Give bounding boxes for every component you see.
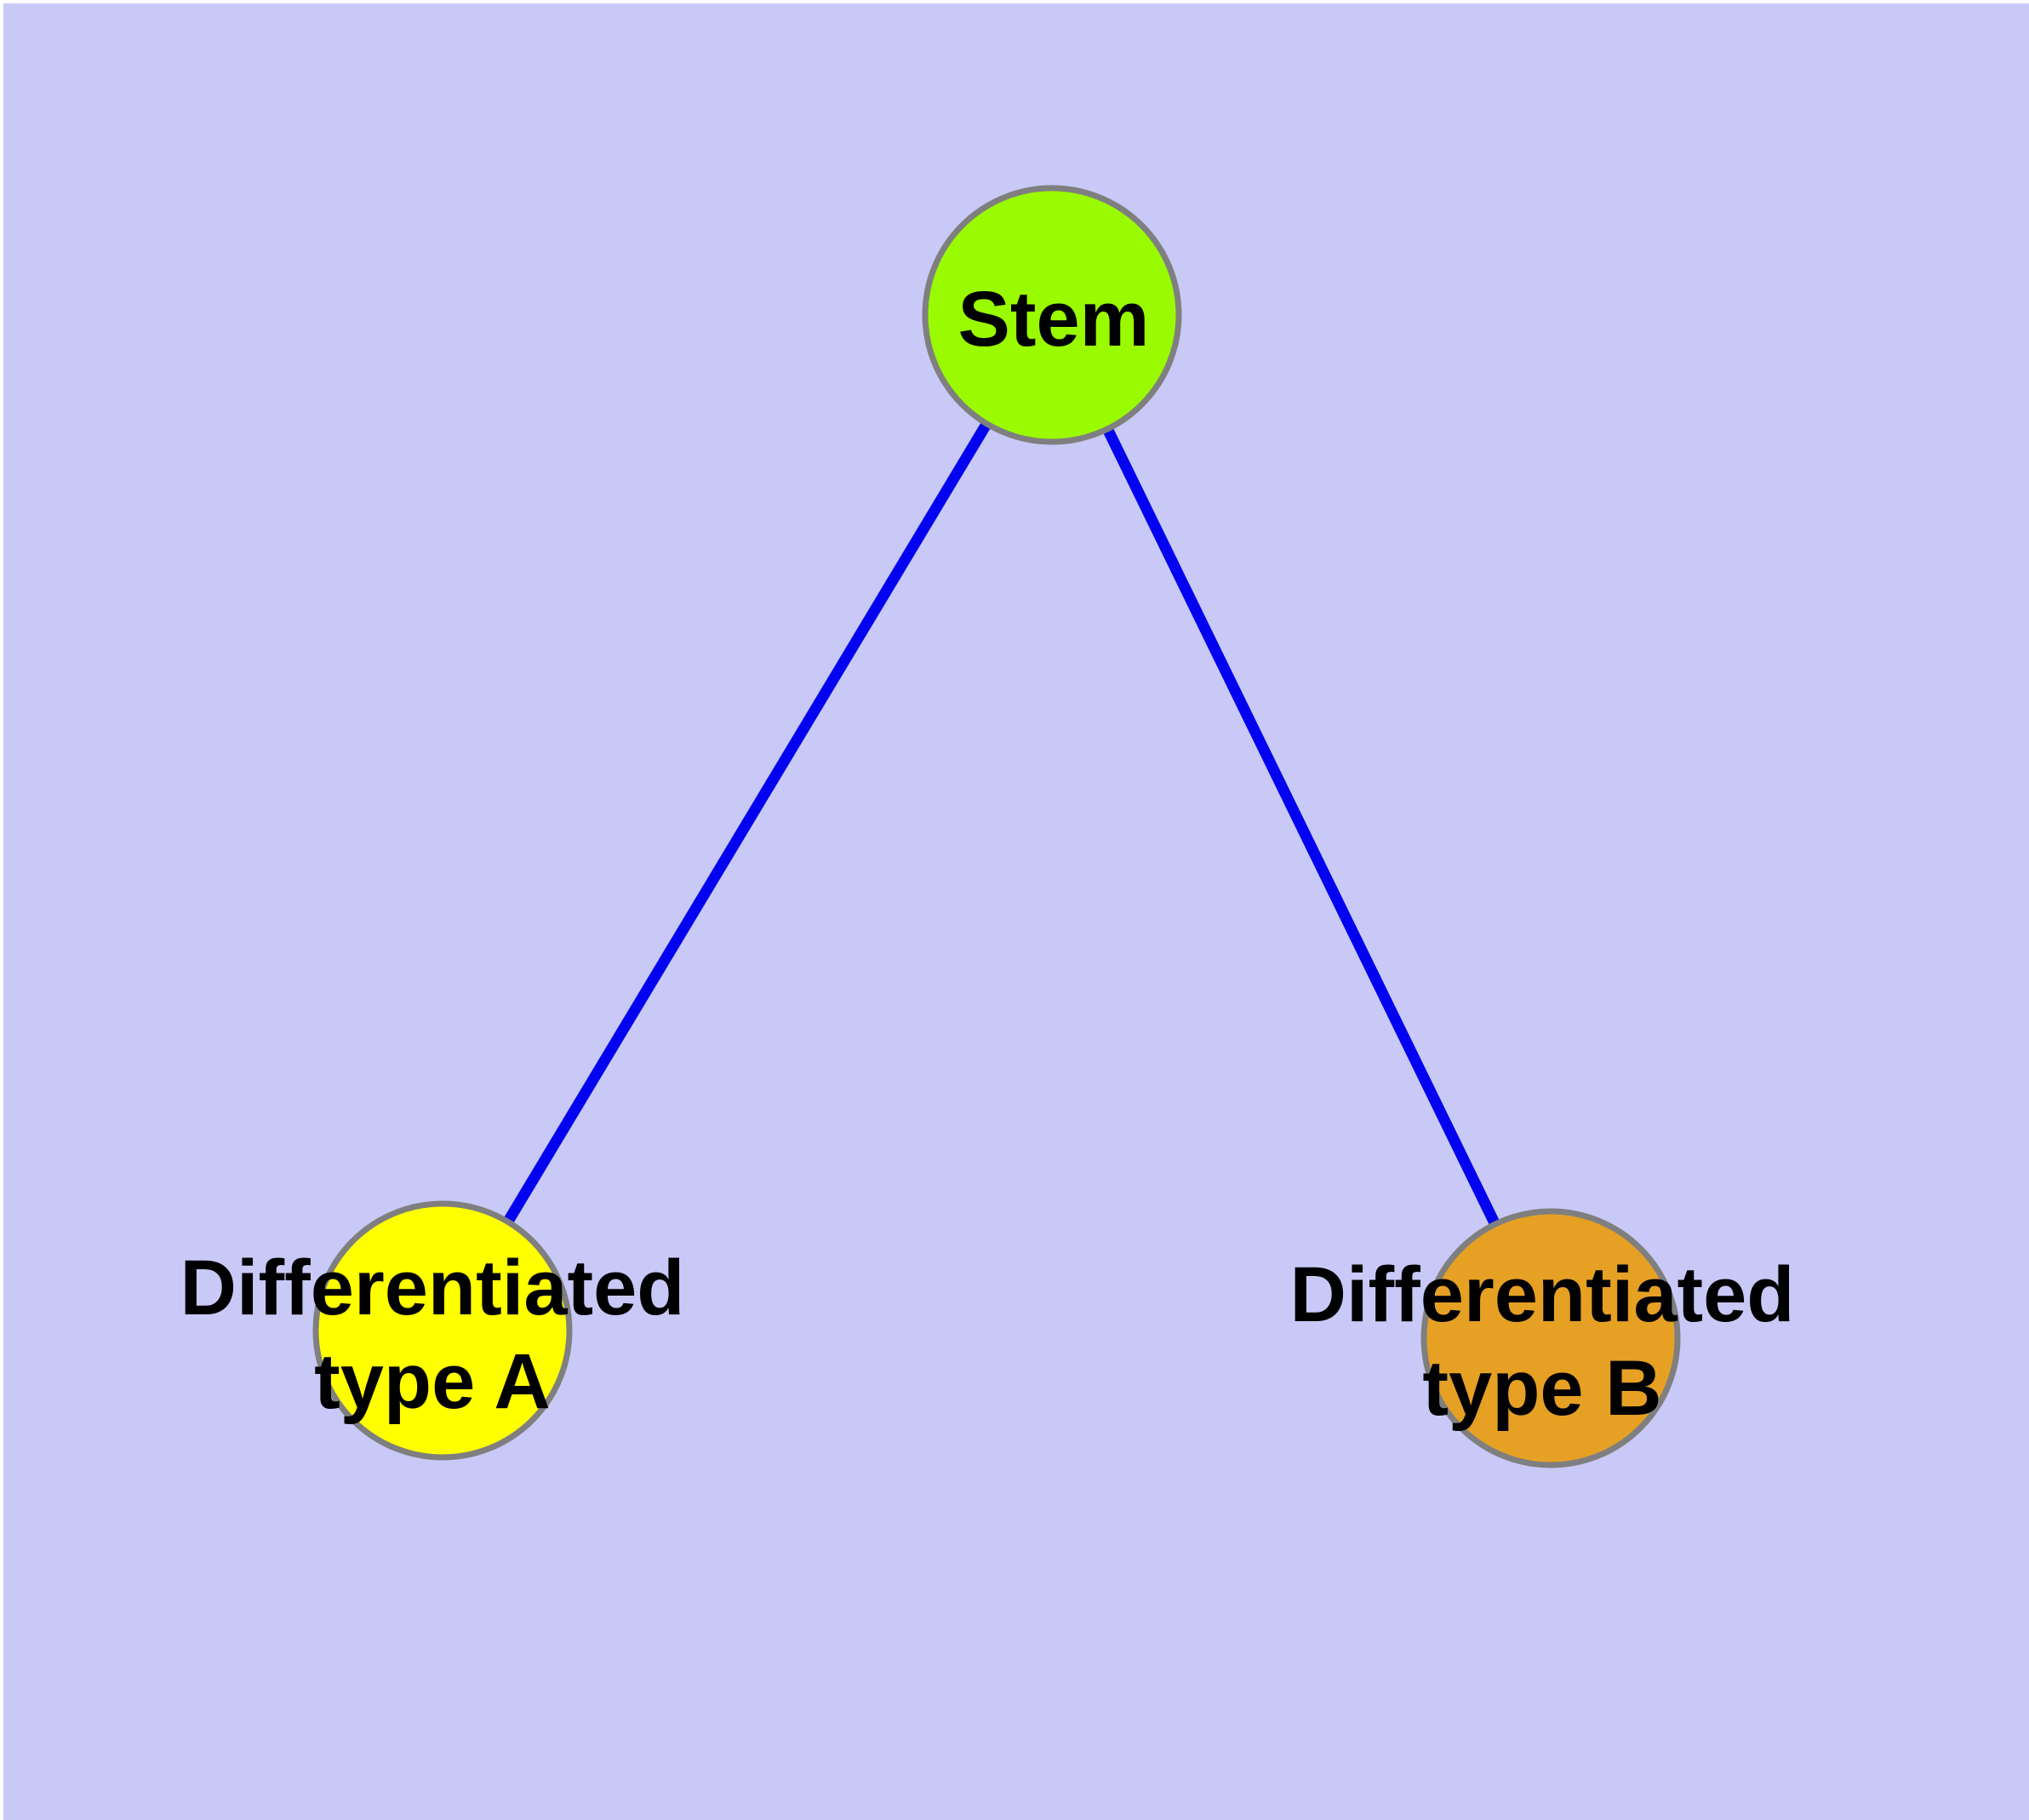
node-stem-label: Stem [957, 276, 1150, 363]
node-type-b-circle [1420, 1208, 1681, 1468]
node-type-b-label: Differentiated type B [1290, 1248, 1795, 1435]
edge-stem-to-type-a [437, 312, 1057, 1334]
node-type-a-label-line1: Differentiated [180, 1245, 685, 1331]
node-type-a-label: Differentiated type A [180, 1241, 685, 1428]
node-type-a-circle [312, 1200, 573, 1461]
edge-stem-to-type-b [1047, 312, 1556, 1341]
node-type-b-label-line1: Differentiated [1289, 1251, 1795, 1338]
node-type-b-label-line2: type B [1422, 1345, 1662, 1432]
node-type-a-label-line2: type A [314, 1338, 551, 1425]
node-stem-circle [922, 185, 1182, 445]
